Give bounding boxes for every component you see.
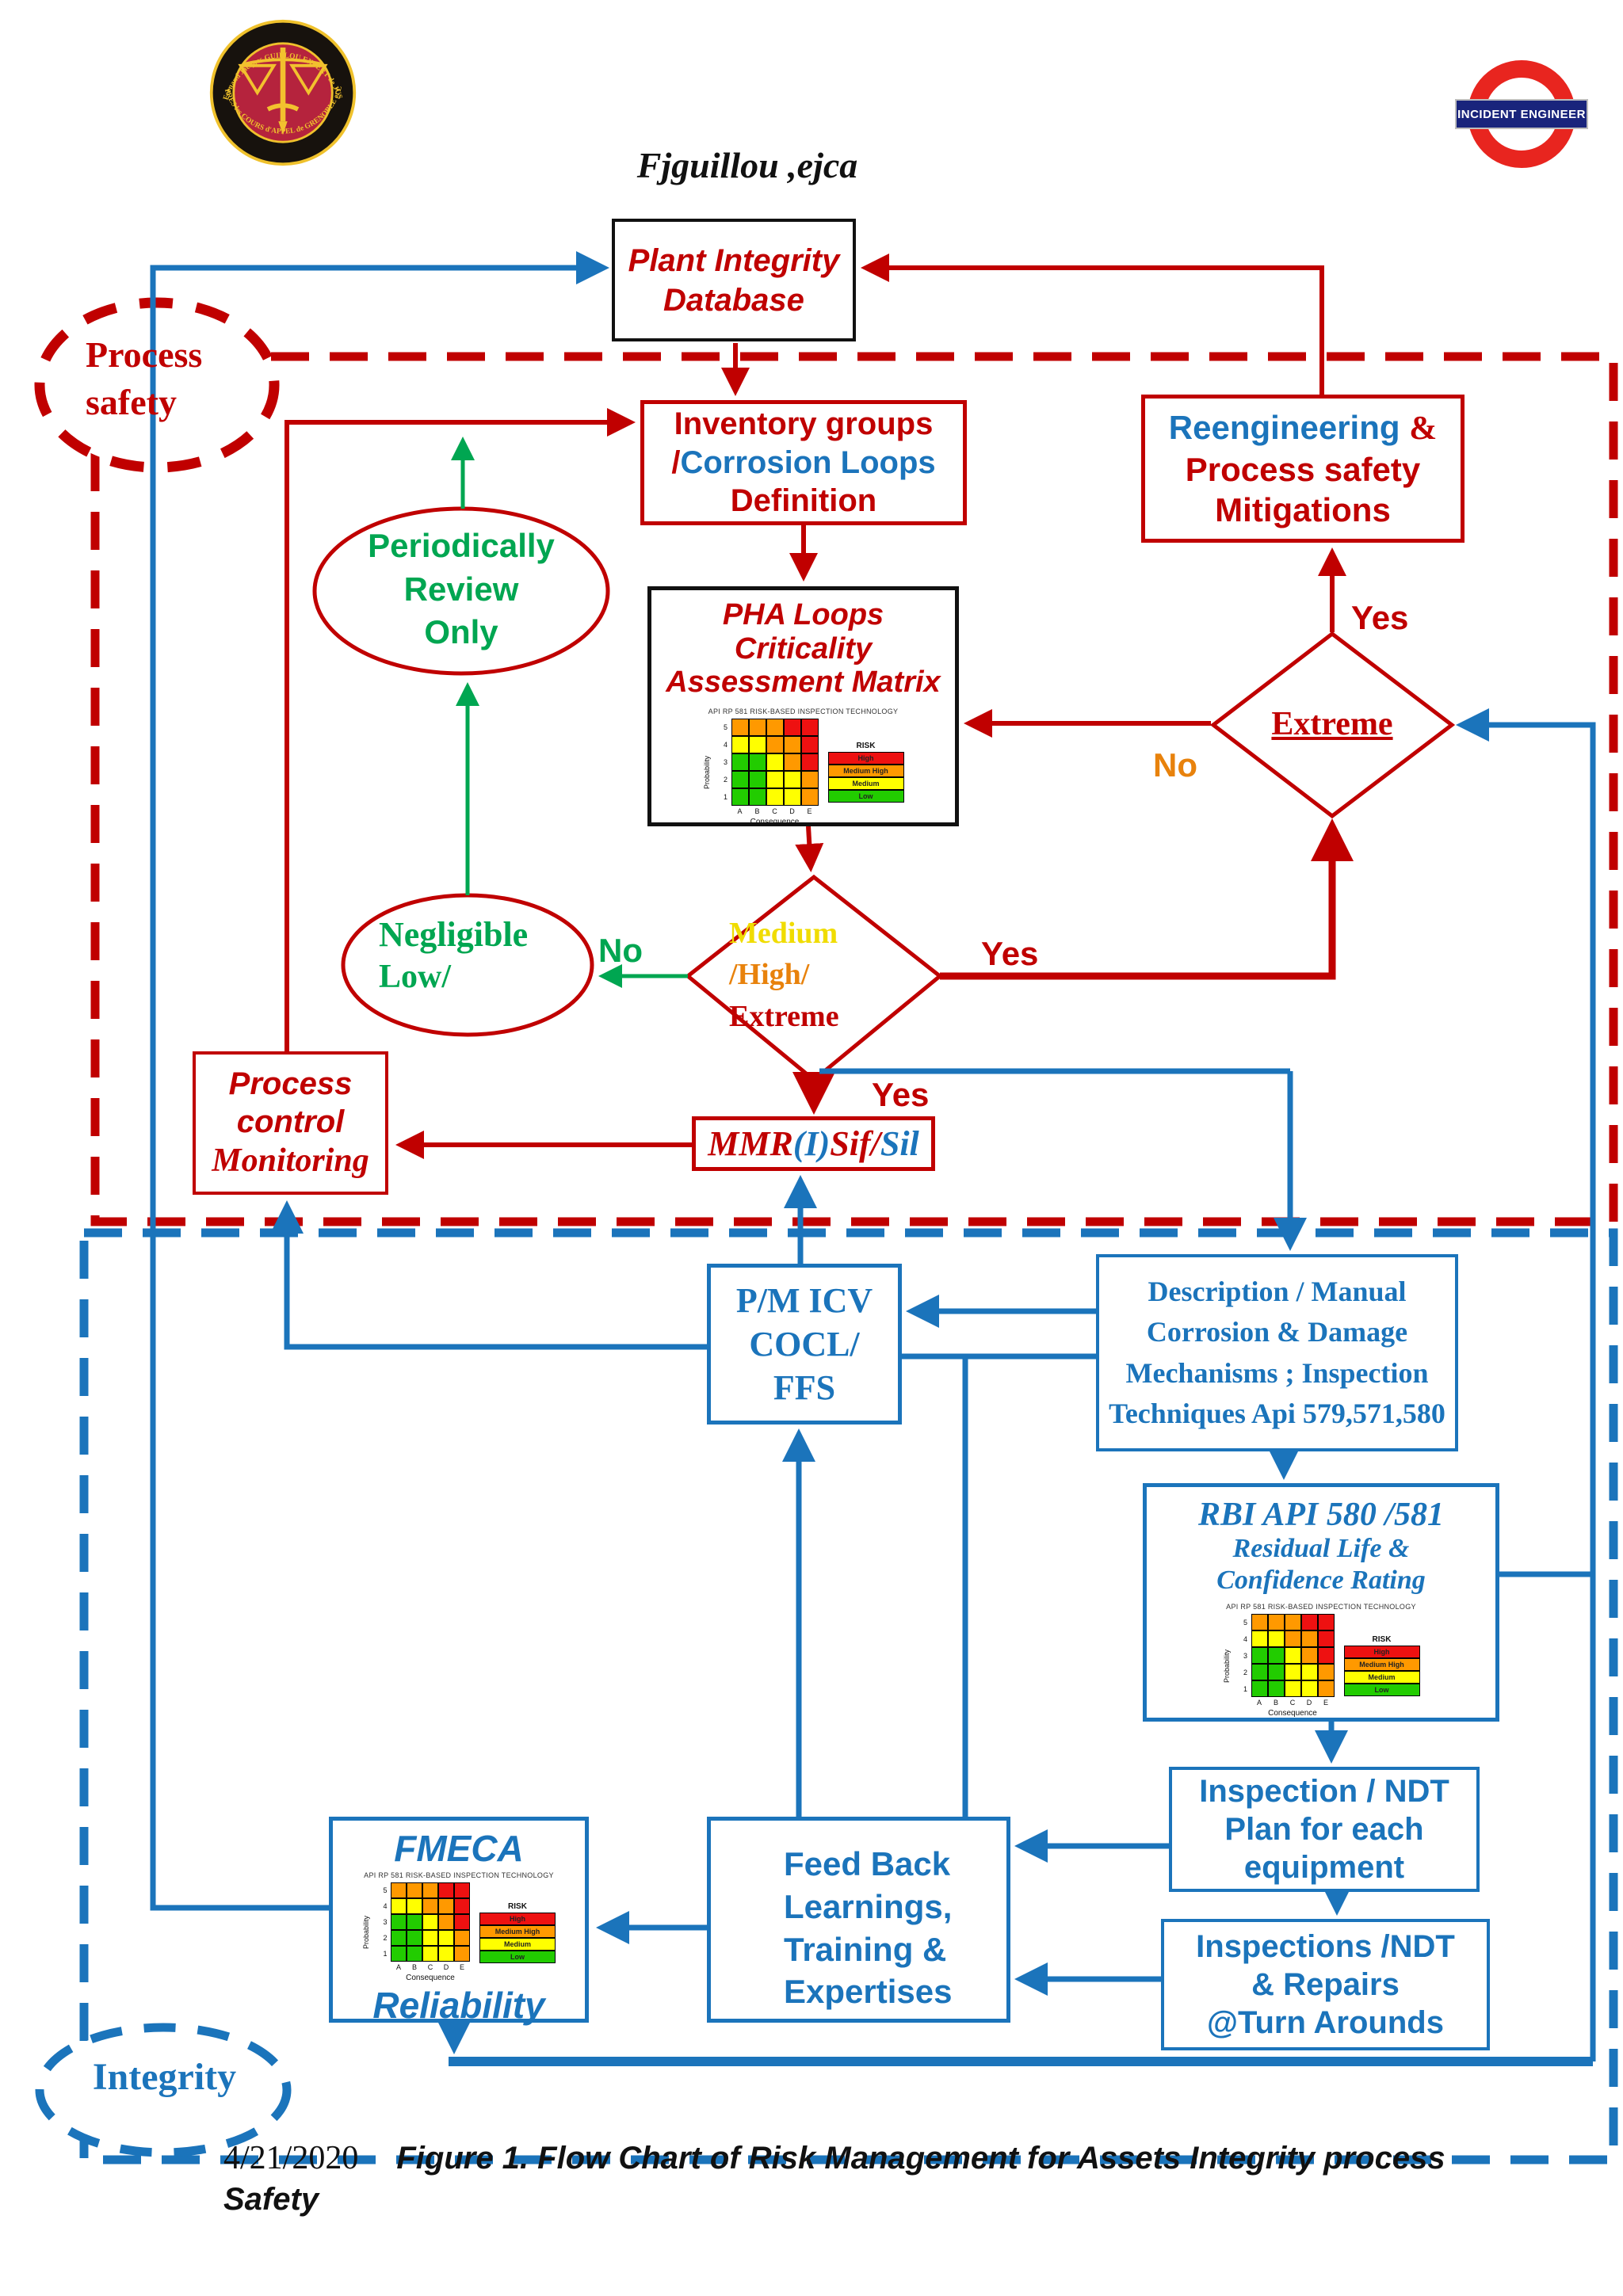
node-label: Description / Manual bbox=[1148, 1276, 1407, 1308]
node-pm-icv-cocl-ffs: P/M ICV COCL/ FFS bbox=[707, 1264, 902, 1425]
node-label: Inventory groups bbox=[674, 406, 934, 441]
node-label: Inspections /NDT bbox=[1196, 1929, 1455, 1964]
node-label: Sil bbox=[880, 1124, 919, 1163]
node-plant-integrity-database: Plant Integrity Database bbox=[612, 219, 856, 341]
node-label: Plan for each bbox=[1224, 1812, 1424, 1847]
extreme-diamond-shape bbox=[1209, 631, 1456, 819]
node-label: Assessment Matrix bbox=[666, 666, 941, 700]
node-label: PHA Loops bbox=[722, 598, 884, 631]
edge-label-mmr-yes: Yes bbox=[872, 1076, 930, 1113]
node-risk-diamond-label: Medium /High/ Extreme bbox=[729, 917, 839, 1033]
figure-caption-block: 4/21/2020 Figure 1. Flow Chart of Risk M… bbox=[223, 2139, 1491, 2218]
node-label: COCL/ bbox=[749, 1325, 860, 1363]
node-label: Residual Life & bbox=[1232, 1534, 1410, 1564]
node-periodic-review-label: Periodically Review Only bbox=[368, 527, 555, 651]
node-label: FMECA bbox=[394, 1828, 524, 1869]
roundel-label: INCIDENT ENGINEER bbox=[1457, 107, 1586, 121]
node-label: / bbox=[671, 444, 681, 480]
arrow-fmeca-left-loop-to-pid bbox=[150, 251, 609, 1911]
integrity-region-label: Integrity bbox=[92, 2056, 237, 2098]
arrow-right-riser-to-extreme bbox=[1456, 708, 1596, 2061]
process-safety-ellipse bbox=[34, 297, 280, 473]
edge-label-extreme-yes: Yes bbox=[1351, 599, 1409, 636]
node-process-control-monitoring: Process control Monitoring bbox=[193, 1051, 388, 1195]
node-label: & Repairs bbox=[1251, 1967, 1400, 2002]
node-label: Techniques Api 579,571,580 bbox=[1109, 1397, 1445, 1429]
node-label: Mechanisms ; Inspection bbox=[1125, 1356, 1429, 1389]
risk-matrix: API RP 581 RISK-BASED INSPECTION TECHNOL… bbox=[703, 707, 904, 826]
figure-caption-line2: Safety bbox=[223, 2182, 319, 2217]
node-label: Process safety bbox=[1185, 450, 1421, 488]
node-label: FFS bbox=[773, 1368, 836, 1407]
node-label: (I) bbox=[792, 1124, 831, 1163]
node-label: Reengineering bbox=[1168, 408, 1410, 446]
node-label: Expertises bbox=[784, 1973, 953, 2011]
node-label: Feed Back bbox=[784, 1845, 951, 1882]
node-label: Training & bbox=[784, 1930, 947, 1968]
node-label: Inspection / NDT bbox=[1199, 1774, 1449, 1809]
arrow-pha-to-riskdiamond bbox=[795, 826, 824, 872]
node-label: RBI API 580 /581 bbox=[1198, 1497, 1444, 1533]
node-pha-criticality-matrix: PHA Loops Criticality Assessment Matrix … bbox=[647, 586, 959, 826]
integrity-ellipse bbox=[35, 2023, 292, 2157]
arrow-pmicv-to-proccontrol bbox=[270, 1200, 707, 1350]
risk-matrix: API RP 581 RISK-BASED INSPECTION TECHNOL… bbox=[362, 1871, 556, 1982]
node-mmr-sif-sil: MMR(I)Sif/Sil bbox=[692, 1116, 935, 1171]
risk-matrix: API RP 581 RISK-BASED INSPECTION TECHNOL… bbox=[1223, 1603, 1420, 1718]
edge-label-risk-no: No bbox=[598, 932, 643, 969]
author-title: Fjguillou ,ejca bbox=[636, 145, 858, 185]
date-label: 4/21/2020 bbox=[223, 2140, 359, 2176]
process-safety-region-label: Process safety bbox=[86, 334, 203, 422]
node-label: Mitigations bbox=[1215, 491, 1391, 529]
node-label: Learnings, bbox=[784, 1887, 953, 1925]
node-label: equipment bbox=[1243, 1850, 1405, 1885]
node-label: Definition bbox=[730, 483, 877, 519]
node-description-damage-mechanisms: Description / Manual Corrosion & Damage … bbox=[1096, 1254, 1458, 1451]
node-label: Process bbox=[228, 1066, 353, 1102]
figure-caption: Figure 1. Flow Chart of Risk Management … bbox=[396, 2141, 1445, 2176]
node-label: MMR bbox=[708, 1124, 793, 1163]
integrity-region-frame bbox=[79, 1228, 1618, 2164]
incident-engineer-roundel: INCIDENT ENGINEER bbox=[1455, 57, 1588, 181]
justice-expert-seal: Fernand Jacques GUILLOU EXPERT de JUSTIC… bbox=[204, 12, 358, 168]
node-label: Corrosion & Damage bbox=[1146, 1316, 1408, 1348]
node-inspections-repairs-turnarounds: Inspections /NDT & Repairs @Turn Arounds bbox=[1161, 1919, 1490, 2050]
node-rbi-residual-life: RBI API 580 /581 Residual Life & Confide… bbox=[1143, 1483, 1499, 1722]
arrow-reengineering-to-pid bbox=[861, 254, 1324, 395]
node-label: Monitoring bbox=[212, 1142, 369, 1180]
roundel-bar: INCIDENT ENGINEER bbox=[1455, 99, 1588, 129]
node-label: @Turn Arounds bbox=[1207, 2005, 1444, 2040]
node-label: Confidence Rating bbox=[1216, 1566, 1426, 1596]
arrow-riskdiamond-yes-to-extreme bbox=[940, 818, 1354, 980]
node-label: control bbox=[236, 1104, 345, 1140]
node-label: & bbox=[1409, 410, 1438, 447]
node-negligible-low-label: Negligible Low/ bbox=[379, 915, 529, 995]
edge-label-risk-yes: Yes bbox=[981, 935, 1039, 972]
node-label: Database bbox=[663, 282, 804, 318]
arrow-proccontrol-to-inventory bbox=[285, 408, 636, 1051]
node-label: Corrosion Loops bbox=[680, 444, 936, 480]
node-label: Plant Integrity bbox=[628, 242, 840, 278]
node-extreme-diamond-label: Extreme bbox=[1271, 706, 1393, 742]
scales-of-justice-icon bbox=[238, 48, 328, 135]
node-reengineering-mitigations: Reengineering & Process safety Mitigatio… bbox=[1141, 395, 1465, 543]
node-label: Reliability bbox=[372, 1985, 545, 2026]
node-label: P/M ICV bbox=[735, 1281, 873, 1320]
node-inspection-ndt-plan: Inspection / NDT Plan for each equipment bbox=[1169, 1767, 1480, 1892]
node-feedback-learnings: Feed Back Learnings, Training & Expertis… bbox=[707, 1817, 1010, 2023]
process-safety-region-frame bbox=[90, 352, 1618, 1226]
node-label: Sif/ bbox=[830, 1124, 880, 1163]
node-label: Criticality bbox=[734, 631, 873, 666]
node-inventory-groups: Inventory groups /Corrosion Loops Defini… bbox=[640, 400, 967, 525]
node-fmeca-reliability: FMECA API RP 581 RISK-BASED INSPECTION T… bbox=[329, 1817, 589, 2026]
edge-label-extreme-no: No bbox=[1153, 746, 1197, 784]
